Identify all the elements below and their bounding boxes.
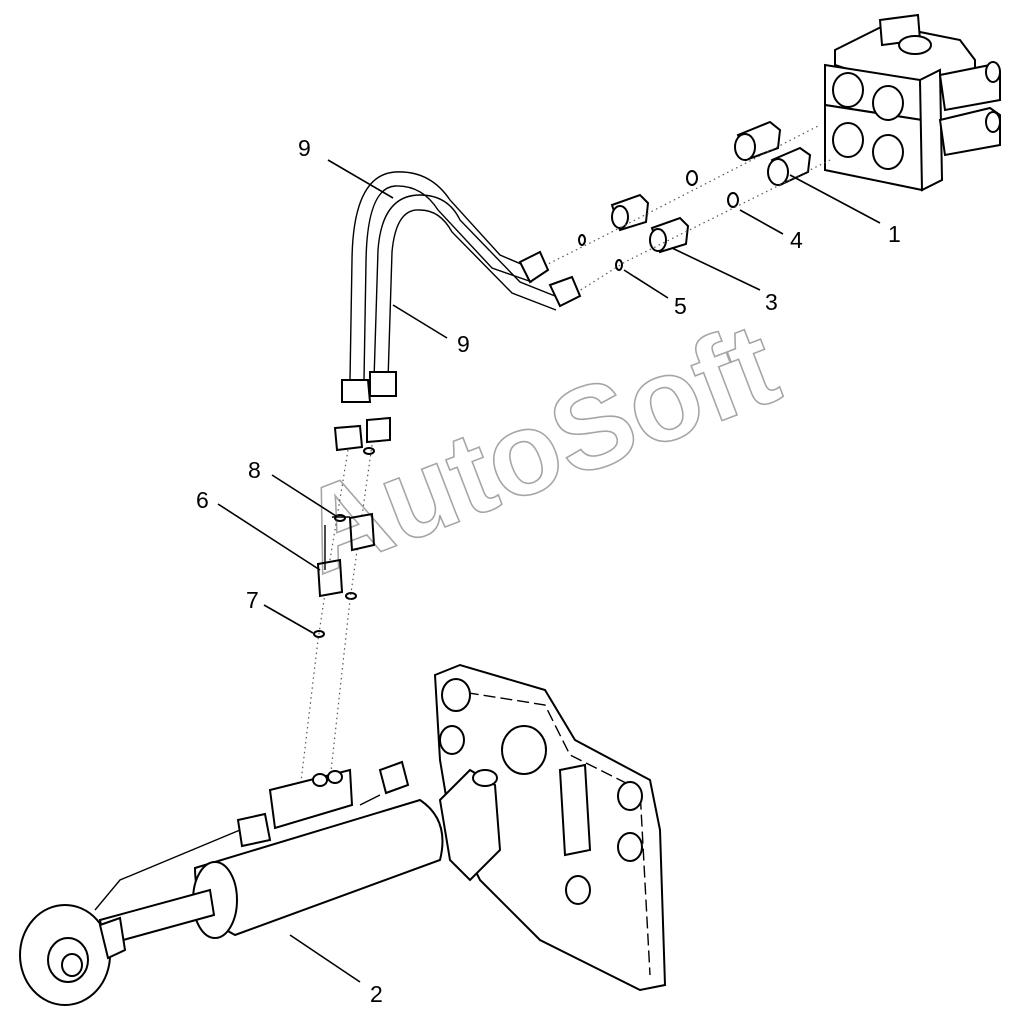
o-rings	[313, 170, 739, 638]
tee-fittings	[316, 512, 376, 598]
callout-8: 8	[248, 457, 261, 483]
adapter-fittings	[610, 193, 690, 254]
callout-2: 2	[370, 981, 383, 1007]
valve-adapters	[734, 120, 812, 187]
callout-6: 6	[196, 487, 209, 513]
callout-5: 5	[674, 293, 687, 319]
callout-7: 7	[246, 587, 259, 613]
callout-9-upper: 9	[298, 135, 311, 161]
assembly-lines	[299, 124, 831, 791]
watermark-text: AutoSoft	[282, 298, 794, 600]
hydraulic-hoses	[333, 171, 582, 452]
callout-4: 4	[790, 227, 803, 253]
callout-labels: 9 9 1 4 3 5 8 6 7 2	[196, 135, 901, 1007]
hydraulic-cylinder	[94, 760, 502, 947]
callout-3: 3	[765, 289, 778, 315]
control-valve-block	[824, 13, 1001, 192]
rod-eye	[19, 904, 127, 1006]
leader-lines	[217, 159, 881, 983]
callout-1: 1	[888, 221, 901, 247]
callout-9-lower: 9	[457, 331, 470, 357]
